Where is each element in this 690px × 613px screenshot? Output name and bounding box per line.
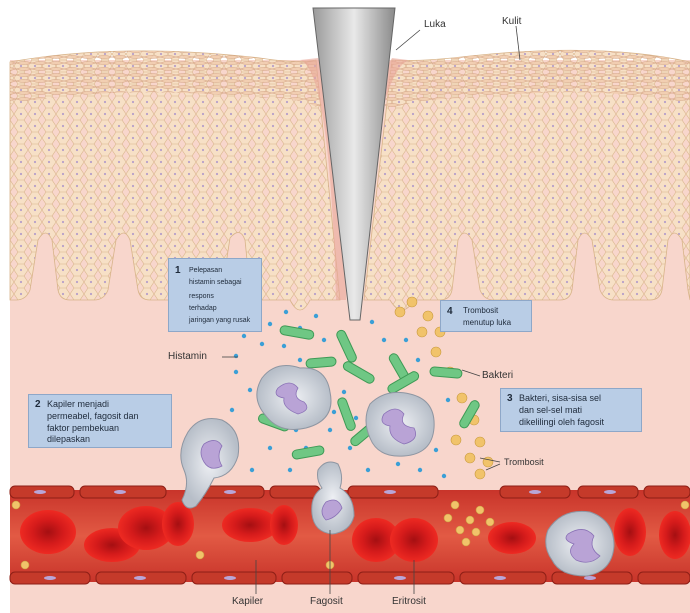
label-histamin: Histamin <box>168 351 207 362</box>
step-text-line: histamin sebagai <box>189 279 242 286</box>
step-box-2: 2 Kapiler menjadi permeabel, fagosit dan… <box>28 394 172 448</box>
step-box-4: 4 Trombosit menutup luka <box>440 300 532 332</box>
step-text-line: dikelilingi oleh fagosit <box>519 417 604 427</box>
step-number: 2 <box>35 399 41 410</box>
step-number: 1 <box>175 265 181 276</box>
step-number: 4 <box>447 306 453 317</box>
label-kapiler: Kapiler <box>232 596 263 607</box>
step-text-line: faktor pembekuan <box>47 423 119 433</box>
step-text-line: jaringan yang rusak <box>189 317 250 324</box>
label-eritrosit: Eritrosit <box>392 596 426 607</box>
step-text-line: Kapiler menjadi <box>47 399 109 409</box>
label-trombosit: Trombosit <box>504 457 544 467</box>
step-text-line: menutup luka <box>463 318 511 327</box>
step-text-line: dilepaskan <box>47 434 90 444</box>
step-text-line: respons <box>189 293 214 300</box>
label-fagosit: Fagosit <box>310 596 343 607</box>
step-text-line: Pelepasan <box>189 267 222 274</box>
step-number: 3 <box>507 393 513 404</box>
step-text-line: terhadap <box>189 305 217 312</box>
label-bakteri: Bakteri <box>482 370 513 381</box>
step-box-3: 3 Bakteri, sisa-sisa sel dan sel-sel mat… <box>500 388 642 432</box>
step-text-line: Trombosit <box>463 306 498 315</box>
step-box-1: 1 Pelepasan histamin sebagai respons ter… <box>168 258 262 332</box>
label-kulit: Kulit <box>502 16 521 27</box>
step-text-line: Bakteri, sisa-sisa sel <box>519 393 601 403</box>
label-luka: Luka <box>424 19 446 30</box>
step-text-line: dan sel-sel mati <box>519 405 582 415</box>
step-text-line: permeabel, fagosit dan <box>47 411 139 421</box>
